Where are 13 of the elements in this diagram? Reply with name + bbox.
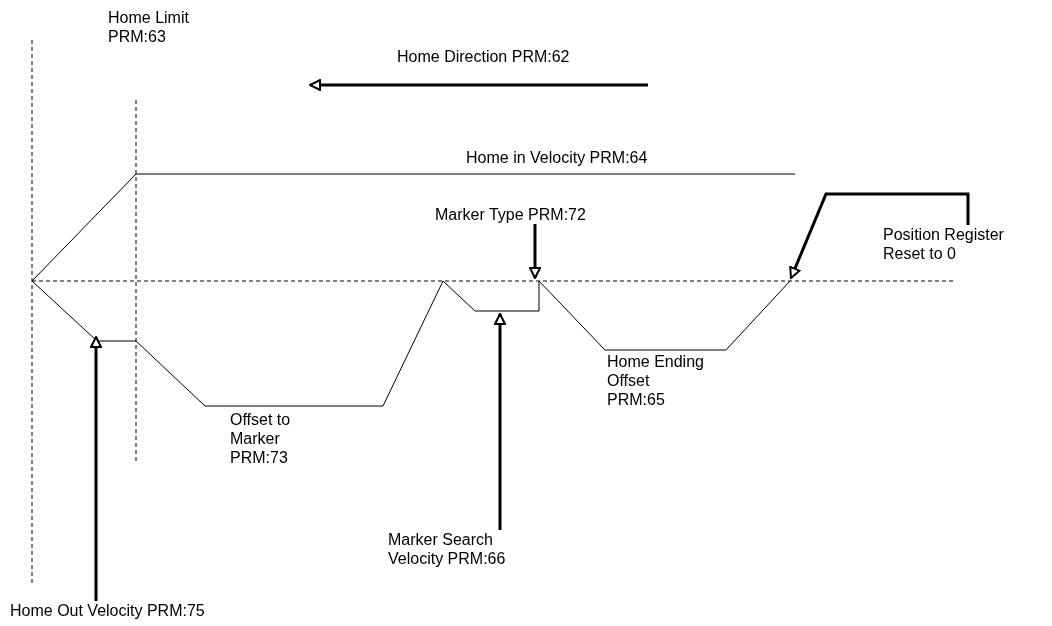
callout-label: Marker Search Velocity PRM:66 [388, 530, 513, 568]
leader-arrow [529, 224, 541, 279]
callout-label: Marker Type PRM:72 [435, 205, 605, 224]
parameter-label: Home in Velocity PRM:64 [466, 148, 649, 167]
callout-label: Position Register Reset to 0 [883, 225, 1018, 263]
parameter-label: Offset to Marker PRM:73 [230, 410, 292, 467]
leader-arrow [494, 313, 506, 530]
parameter-label: Home Direction PRM:62 [397, 47, 571, 66]
callout-label: Home Out Velocity PRM:75 [10, 601, 230, 620]
leader-arrow [789, 192, 970, 279]
parameter-label: Home Ending Offset PRM:65 [607, 352, 705, 409]
leader-arrow [90, 336, 102, 601]
parameter-label: Home Limit PRM:63 [108, 8, 190, 46]
